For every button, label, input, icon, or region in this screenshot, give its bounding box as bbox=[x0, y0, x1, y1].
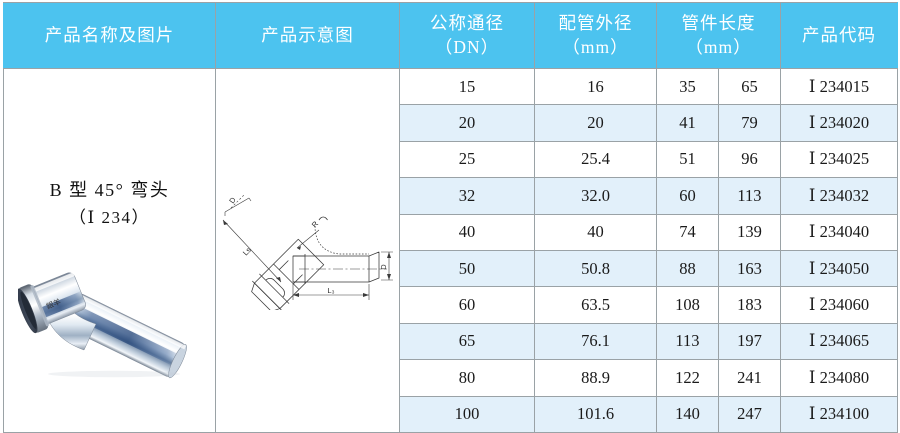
table-header: 产品名称及图片 产品示意图 公称通径 （DN） 配管外径 （mm） 管件长度 （… bbox=[3, 2, 898, 69]
cell-fitting-length-2: 183 bbox=[718, 286, 781, 324]
elbow-product-photo-svg: 銀羊 bbox=[16, 272, 187, 379]
cell-nominal-diameter: 25 bbox=[399, 140, 535, 179]
header-product-name-image: 产品名称及图片 bbox=[3, 2, 216, 69]
cell-product-code: Ⅰ 234040 bbox=[780, 213, 898, 251]
cell-nominal-diameter: 40 bbox=[399, 213, 535, 251]
cell-nominal-diameter: 15 bbox=[399, 67, 535, 106]
product-name-image-cell: B 型 45° 弯头 （Ⅰ 234） bbox=[3, 68, 216, 433]
cell-nominal-diameter: 65 bbox=[399, 322, 535, 361]
table-row: 40 40 74 139 Ⅰ 234040 bbox=[4, 213, 898, 251]
table-row: 65 76.1 113 197 Ⅰ 234065 bbox=[4, 322, 898, 361]
product-specification-table: 产品名称及图片 产品示意图 公称通径 （DN） 配管外径 （mm） 管件长度 （… bbox=[3, 2, 898, 433]
cell-pipe-outer-diameter: 76.1 bbox=[534, 322, 657, 361]
cell-nominal-diameter: 50 bbox=[399, 249, 535, 288]
cell-product-code: Ⅰ 234065 bbox=[780, 322, 898, 361]
cell-pipe-outer-diameter: 16 bbox=[534, 67, 657, 106]
header-pipe-outer-diameter: 配管外径 （mm） bbox=[534, 2, 657, 69]
product-photo: 銀羊 bbox=[16, 254, 208, 379]
header-label-line2: （DN） bbox=[434, 36, 500, 57]
cell-product-code: Ⅰ 234020 bbox=[780, 104, 898, 142]
elbow-dimension-drawing-svg: D Ls bbox=[222, 194, 393, 311]
cell-fitting-length-2: 65 bbox=[718, 67, 781, 106]
cell-nominal-diameter: 60 bbox=[399, 286, 535, 324]
cell-fitting-length-1: 74 bbox=[656, 213, 719, 251]
cell-fitting-length-1: 41 bbox=[656, 104, 719, 142]
table-row: 60 63.5 108 183 Ⅰ 234060 bbox=[4, 286, 898, 324]
dimension-label-ls: Ls bbox=[240, 246, 252, 258]
product-inner: B 型 45° 弯头 （Ⅰ 234） bbox=[4, 69, 215, 432]
dimension-label-d-right: D bbox=[379, 264, 388, 270]
cell-product-code: Ⅰ 234050 bbox=[780, 249, 898, 288]
table-row: 80 88.9 122 241 Ⅰ 234080 bbox=[4, 359, 898, 397]
header-row: 产品名称及图片 产品示意图 公称通径 （DN） 配管外径 （mm） 管件长度 （… bbox=[3, 2, 898, 69]
cell-nominal-diameter: 32 bbox=[399, 177, 535, 215]
header-label-line1: 产品代码 bbox=[802, 24, 876, 45]
header-product-schematic: 产品示意图 bbox=[215, 2, 400, 69]
table-row: 50 50.8 88 163 Ⅰ 234050 bbox=[4, 249, 898, 288]
schematic-diagram: D Ls bbox=[219, 190, 397, 311]
cell-pipe-outer-diameter: 25.4 bbox=[534, 140, 657, 179]
product-name-label: B 型 45° 弯头 bbox=[49, 180, 170, 200]
cell-pipe-outer-diameter: 40 bbox=[534, 213, 657, 251]
dimension-label-d-left: D bbox=[227, 196, 238, 206]
cell-fitting-length-1: 122 bbox=[656, 359, 719, 397]
dimension-label-l3: L₃ bbox=[327, 286, 334, 295]
cell-pipe-outer-diameter: 101.6 bbox=[534, 395, 657, 433]
header-fitting-length: 管件长度 （mm） bbox=[656, 2, 781, 69]
cell-product-code: Ⅰ 234060 bbox=[780, 286, 898, 324]
cell-nominal-diameter: 100 bbox=[399, 395, 535, 433]
cell-pipe-outer-diameter: 63.5 bbox=[534, 286, 657, 324]
cell-fitting-length-1: 60 bbox=[656, 177, 719, 215]
table-row: 32 32.0 60 113 Ⅰ 234032 bbox=[4, 177, 898, 215]
cell-product-code: Ⅰ 234100 bbox=[780, 395, 898, 433]
product-title: B 型 45° 弯头 （Ⅰ 234） bbox=[4, 177, 215, 231]
cell-fitting-length-1: 108 bbox=[656, 286, 719, 324]
cell-pipe-outer-diameter: 50.8 bbox=[534, 249, 657, 288]
cell-fitting-length-2: 197 bbox=[718, 322, 781, 361]
cell-fitting-length-1: 88 bbox=[656, 249, 719, 288]
cell-pipe-outer-diameter: 88.9 bbox=[534, 359, 657, 397]
cell-fitting-length-1: 51 bbox=[656, 140, 719, 179]
cell-fitting-length-2: 139 bbox=[718, 213, 781, 251]
cell-fitting-length-2: 113 bbox=[718, 177, 781, 215]
cell-fitting-length-1: 113 bbox=[656, 322, 719, 361]
header-label-line1: 产品名称及图片 bbox=[44, 24, 175, 45]
table-body: B 型 45° 弯头 （Ⅰ 234） bbox=[3, 67, 898, 433]
header-label-line1: 配管外径 bbox=[558, 13, 633, 34]
cell-fitting-length-2: 247 bbox=[718, 395, 781, 433]
table-row: 25 25.4 51 96 Ⅰ 234025 bbox=[4, 140, 898, 179]
cell-product-code: Ⅰ 234080 bbox=[780, 359, 898, 397]
table-row: 20 20 41 79 Ⅰ 234020 bbox=[4, 104, 898, 142]
header-label-line1: 产品示意图 bbox=[261, 24, 354, 45]
cell-fitting-length-2: 96 bbox=[718, 140, 781, 179]
header-label-line2: （mm） bbox=[562, 36, 629, 57]
dimension-label-r: R bbox=[309, 219, 320, 229]
cell-product-code: Ⅰ 234032 bbox=[780, 177, 898, 215]
cell-nominal-diameter: 80 bbox=[399, 359, 535, 397]
cell-nominal-diameter: 20 bbox=[399, 104, 535, 142]
table-row: B 型 45° 弯头 （Ⅰ 234） bbox=[3, 67, 898, 433]
header-label-line1: 公称通径 bbox=[430, 13, 504, 34]
cell-product-code: Ⅰ 234015 bbox=[780, 67, 898, 106]
cell-product-code: Ⅰ 234025 bbox=[780, 140, 898, 179]
cell-fitting-length-2: 163 bbox=[718, 249, 781, 288]
cell-fitting-length-2: 79 bbox=[718, 104, 781, 142]
cell-fitting-length-1: 140 bbox=[656, 395, 719, 433]
header-nominal-diameter: 公称通径 （DN） bbox=[399, 2, 535, 69]
table-row: 100 101.6 140 247 Ⅰ 234100 bbox=[4, 395, 898, 433]
header-product-code: 产品代码 bbox=[780, 2, 898, 69]
product-schematic-cell: D Ls bbox=[215, 68, 400, 433]
product-code-label: （Ⅰ 234） bbox=[69, 207, 150, 227]
header-label-line2: （mm） bbox=[685, 36, 752, 57]
header-label-line1: 管件长度 bbox=[681, 13, 756, 34]
cell-fitting-length-2: 241 bbox=[718, 359, 781, 397]
cell-pipe-outer-diameter: 20 bbox=[534, 104, 657, 142]
cell-pipe-outer-diameter: 32.0 bbox=[534, 177, 657, 215]
cell-fitting-length-1: 35 bbox=[656, 67, 719, 106]
